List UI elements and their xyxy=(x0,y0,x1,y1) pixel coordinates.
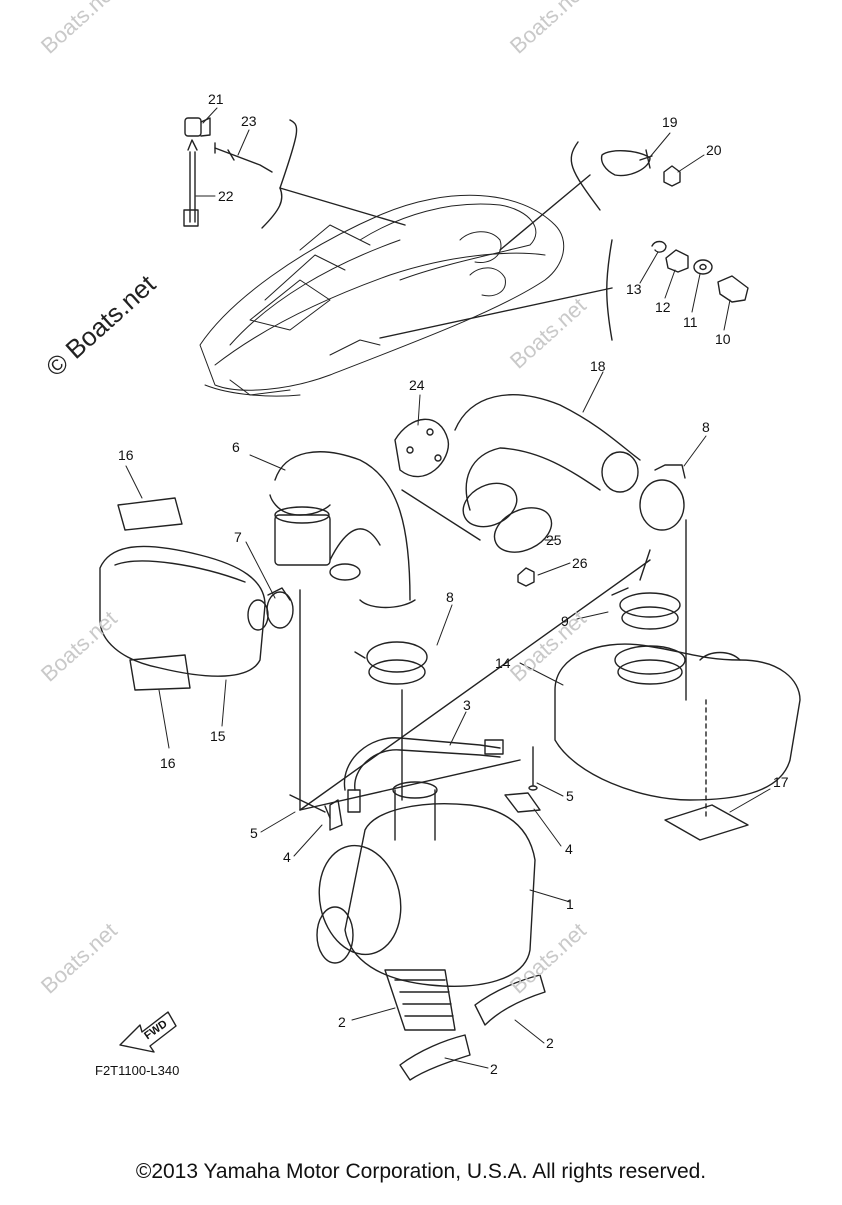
leader-lines xyxy=(261,119,707,821)
callout-9: 9 xyxy=(561,613,569,629)
muffler-part-1 xyxy=(316,781,536,987)
callout-25: 25 xyxy=(546,532,562,548)
clip-part-13 xyxy=(651,240,667,253)
callout-19: 19 xyxy=(662,114,678,130)
washer-part-11 xyxy=(693,259,713,275)
pad-part-16-upper xyxy=(117,497,183,531)
clamp-part-8-lower xyxy=(354,641,428,685)
callout-16-lower: 16 xyxy=(160,755,176,771)
rivet-part-5-right xyxy=(528,746,538,791)
callout-10: 10 xyxy=(715,331,731,347)
pad-part-17 xyxy=(664,804,749,841)
callout-labels: 21 23 22 19 20 13 12 11 10 18 24 6 8 16 … xyxy=(118,91,789,1077)
cable-tie-part-22 xyxy=(183,139,199,227)
callout-18: 18 xyxy=(590,358,606,374)
callout-21: 21 xyxy=(208,91,224,107)
callout-22: 22 xyxy=(218,188,234,204)
callout-23: 23 xyxy=(241,113,257,129)
callout-8-lower: 8 xyxy=(446,589,454,605)
copyright-notice: ©2013 Yamaha Motor Corporation, U.S.A. A… xyxy=(135,1160,707,1183)
pad-part-16-lower xyxy=(129,654,191,691)
callout-5-right: 5 xyxy=(566,788,574,804)
pad-part-2-right xyxy=(474,974,546,1026)
clamp-part-9 xyxy=(611,587,681,630)
callout-4-right: 4 xyxy=(565,841,573,857)
callout-13: 13 xyxy=(626,281,642,297)
watercraft-hull-drawing xyxy=(199,194,565,397)
pad-part-2-center xyxy=(384,969,456,1031)
callout-11: 11 xyxy=(683,314,698,330)
chamber-part-14 xyxy=(554,643,801,801)
strap-part-3 xyxy=(343,737,504,813)
fitting-part-10 xyxy=(717,275,749,303)
callout-12: 12 xyxy=(655,299,671,315)
nut-part-20 xyxy=(663,165,681,187)
callout-2-center: 2 xyxy=(338,1014,346,1030)
callout-5-left: 5 xyxy=(250,825,258,841)
callout-2-bottom: 2 xyxy=(490,1061,498,1077)
callout-6: 6 xyxy=(232,439,240,455)
rivet-part-5-left xyxy=(289,794,331,819)
callout-7: 7 xyxy=(234,529,242,545)
fwd-label: FWD xyxy=(142,1018,169,1042)
fwd-arrow-icon xyxy=(119,1011,177,1053)
callout-1: 1 xyxy=(566,896,574,912)
callout-20: 20 xyxy=(706,142,722,158)
pin-part-23 xyxy=(214,142,273,173)
bracket-part-4-left xyxy=(329,799,343,831)
drawing-code: F2T1100-L340 xyxy=(95,1063,179,1078)
callout-8-upper: 8 xyxy=(702,419,710,435)
bracket-part-4-right xyxy=(504,792,541,813)
callout-2-right: 2 xyxy=(546,1035,554,1051)
nut-part-12 xyxy=(665,249,689,273)
air-box-part-15 xyxy=(99,545,269,677)
callout-17: 17 xyxy=(773,774,789,790)
nut-part-26 xyxy=(517,567,535,587)
clamp-part-7 xyxy=(266,587,294,629)
intake-duct-part-6 xyxy=(269,451,416,609)
callout-3: 3 xyxy=(463,697,471,713)
callout-4-left: 4 xyxy=(283,849,291,865)
clamp-part-8-upper xyxy=(639,464,686,531)
flange-part-24 xyxy=(394,418,450,478)
gasket-part-25 xyxy=(462,482,553,553)
callout-24: 24 xyxy=(409,377,425,393)
bracket-part-19 xyxy=(600,149,653,177)
pad-part-2-bottom xyxy=(399,1034,471,1081)
callout-26: 26 xyxy=(572,555,588,571)
duct-part-18 xyxy=(454,394,641,511)
callout-15: 15 xyxy=(210,728,226,744)
clip-part-21 xyxy=(184,117,211,137)
callout-leaders xyxy=(125,107,771,1069)
callout-16-upper: 16 xyxy=(118,447,134,463)
callout-14: 14 xyxy=(495,655,511,671)
